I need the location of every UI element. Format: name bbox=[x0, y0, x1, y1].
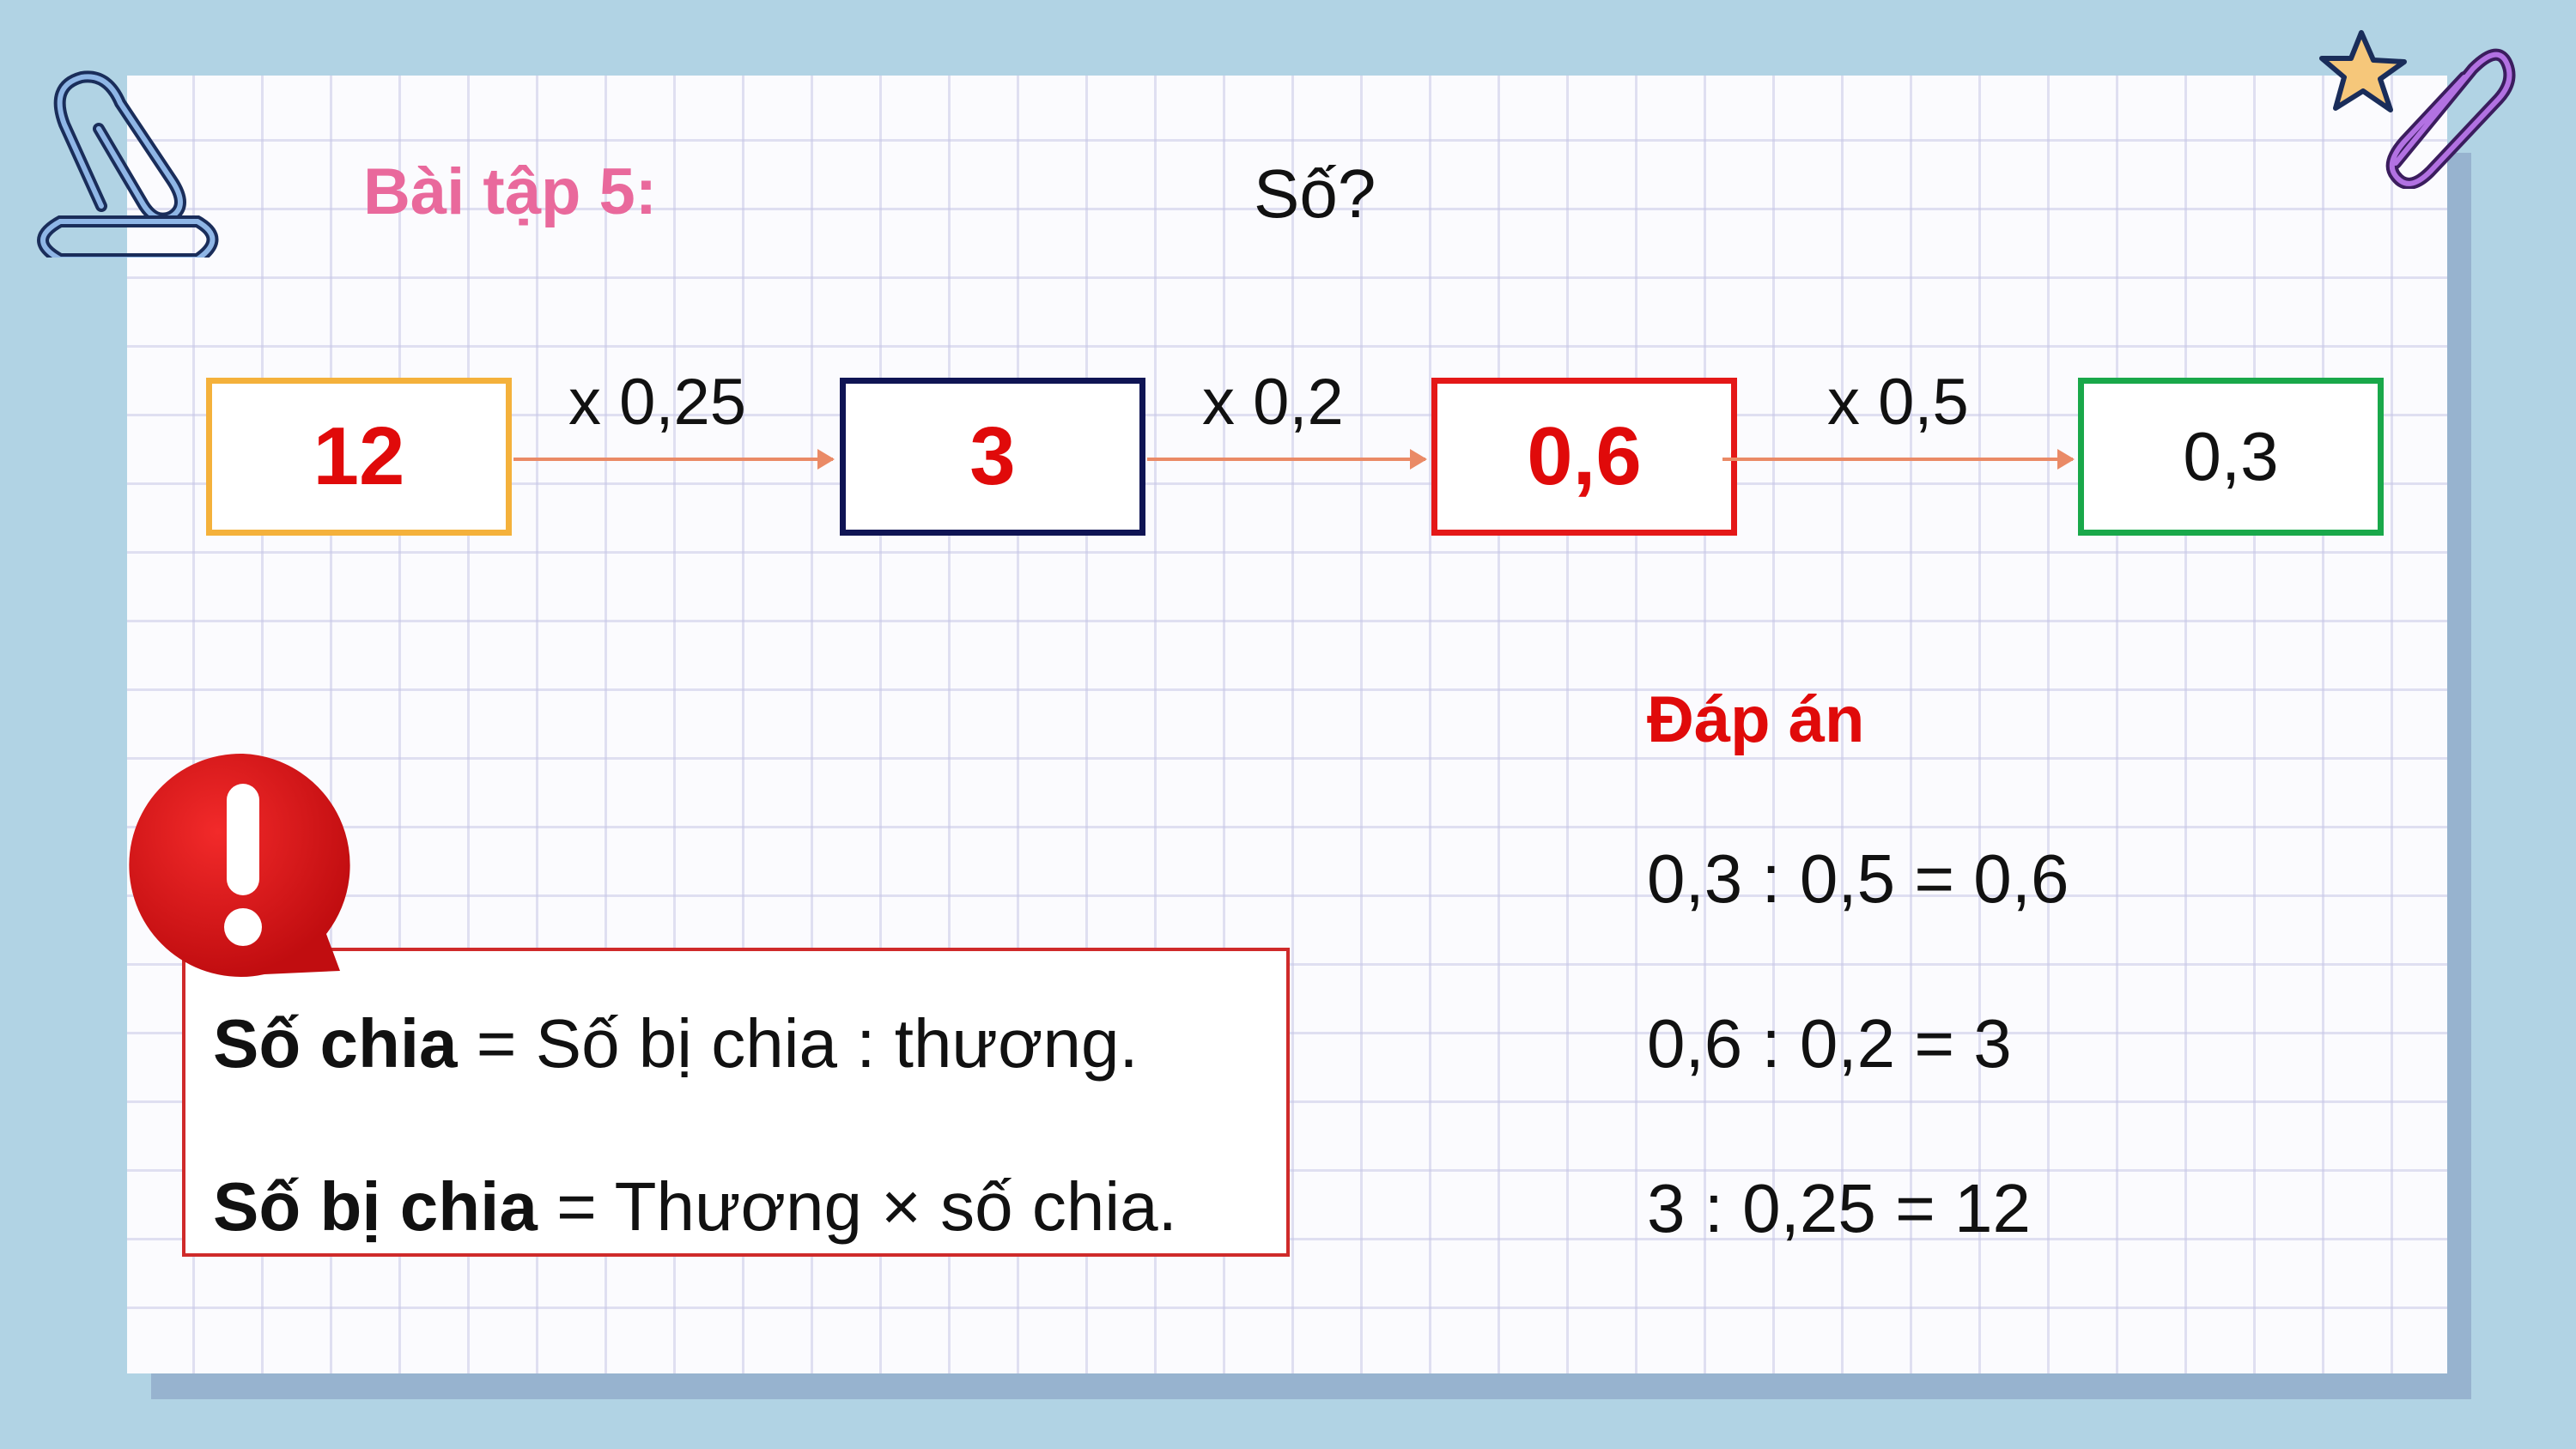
answer-line: 0,3 : 0,5 = 0,6 bbox=[1647, 840, 2069, 917]
operation-label: x 0,25 bbox=[568, 366, 747, 439]
chain-value: 0,6 bbox=[1527, 410, 1642, 502]
rule-term: Số chia bbox=[213, 1005, 458, 1082]
rule-line-2: Số bị chia = Thương × số chia. bbox=[213, 1167, 1177, 1246]
rule-note-box: Số chia = Số bị chia : thương. Số bị chi… bbox=[182, 948, 1290, 1257]
answer-line: 0,6 : 0,2 = 3 bbox=[1647, 1005, 2012, 1082]
answer-heading: Đáp án bbox=[1647, 683, 1865, 756]
chain-box-3: 0,6 bbox=[1431, 378, 1737, 536]
arrow-icon bbox=[1722, 449, 2075, 470]
operation-label: x 0,2 bbox=[1202, 366, 1344, 439]
star-icon bbox=[2319, 30, 2407, 112]
arrow-icon bbox=[1147, 449, 1427, 470]
rule-formula: = Số bị chia : thương. bbox=[457, 1005, 1139, 1082]
exercise-title: Bài tập 5: bbox=[363, 155, 658, 228]
operation-label: x 0,5 bbox=[1827, 366, 1969, 439]
worksheet-card bbox=[127, 76, 2447, 1373]
rule-formula: = Thương × số chia. bbox=[537, 1168, 1177, 1245]
chain-value: 12 bbox=[313, 410, 405, 502]
chain-box-2: 3 bbox=[840, 378, 1145, 536]
paperclip-icon bbox=[2385, 48, 2516, 189]
chain-value: 3 bbox=[969, 410, 1016, 502]
chain-box-4: 0,3 bbox=[2078, 378, 2384, 536]
exclamation-icon bbox=[129, 753, 350, 977]
chain-box-1: 12 bbox=[206, 378, 512, 536]
rule-line-1: Số chia = Số bị chia : thương. bbox=[213, 1004, 1139, 1083]
question-text: Số? bbox=[1254, 155, 1376, 232]
rule-term: Số bị chia bbox=[213, 1168, 538, 1245]
answer-line: 3 : 0,25 = 12 bbox=[1647, 1170, 2032, 1246]
chain-value: 0,3 bbox=[2183, 418, 2279, 494]
paperclip-icon bbox=[37, 70, 219, 258]
arrow-icon bbox=[513, 449, 835, 470]
